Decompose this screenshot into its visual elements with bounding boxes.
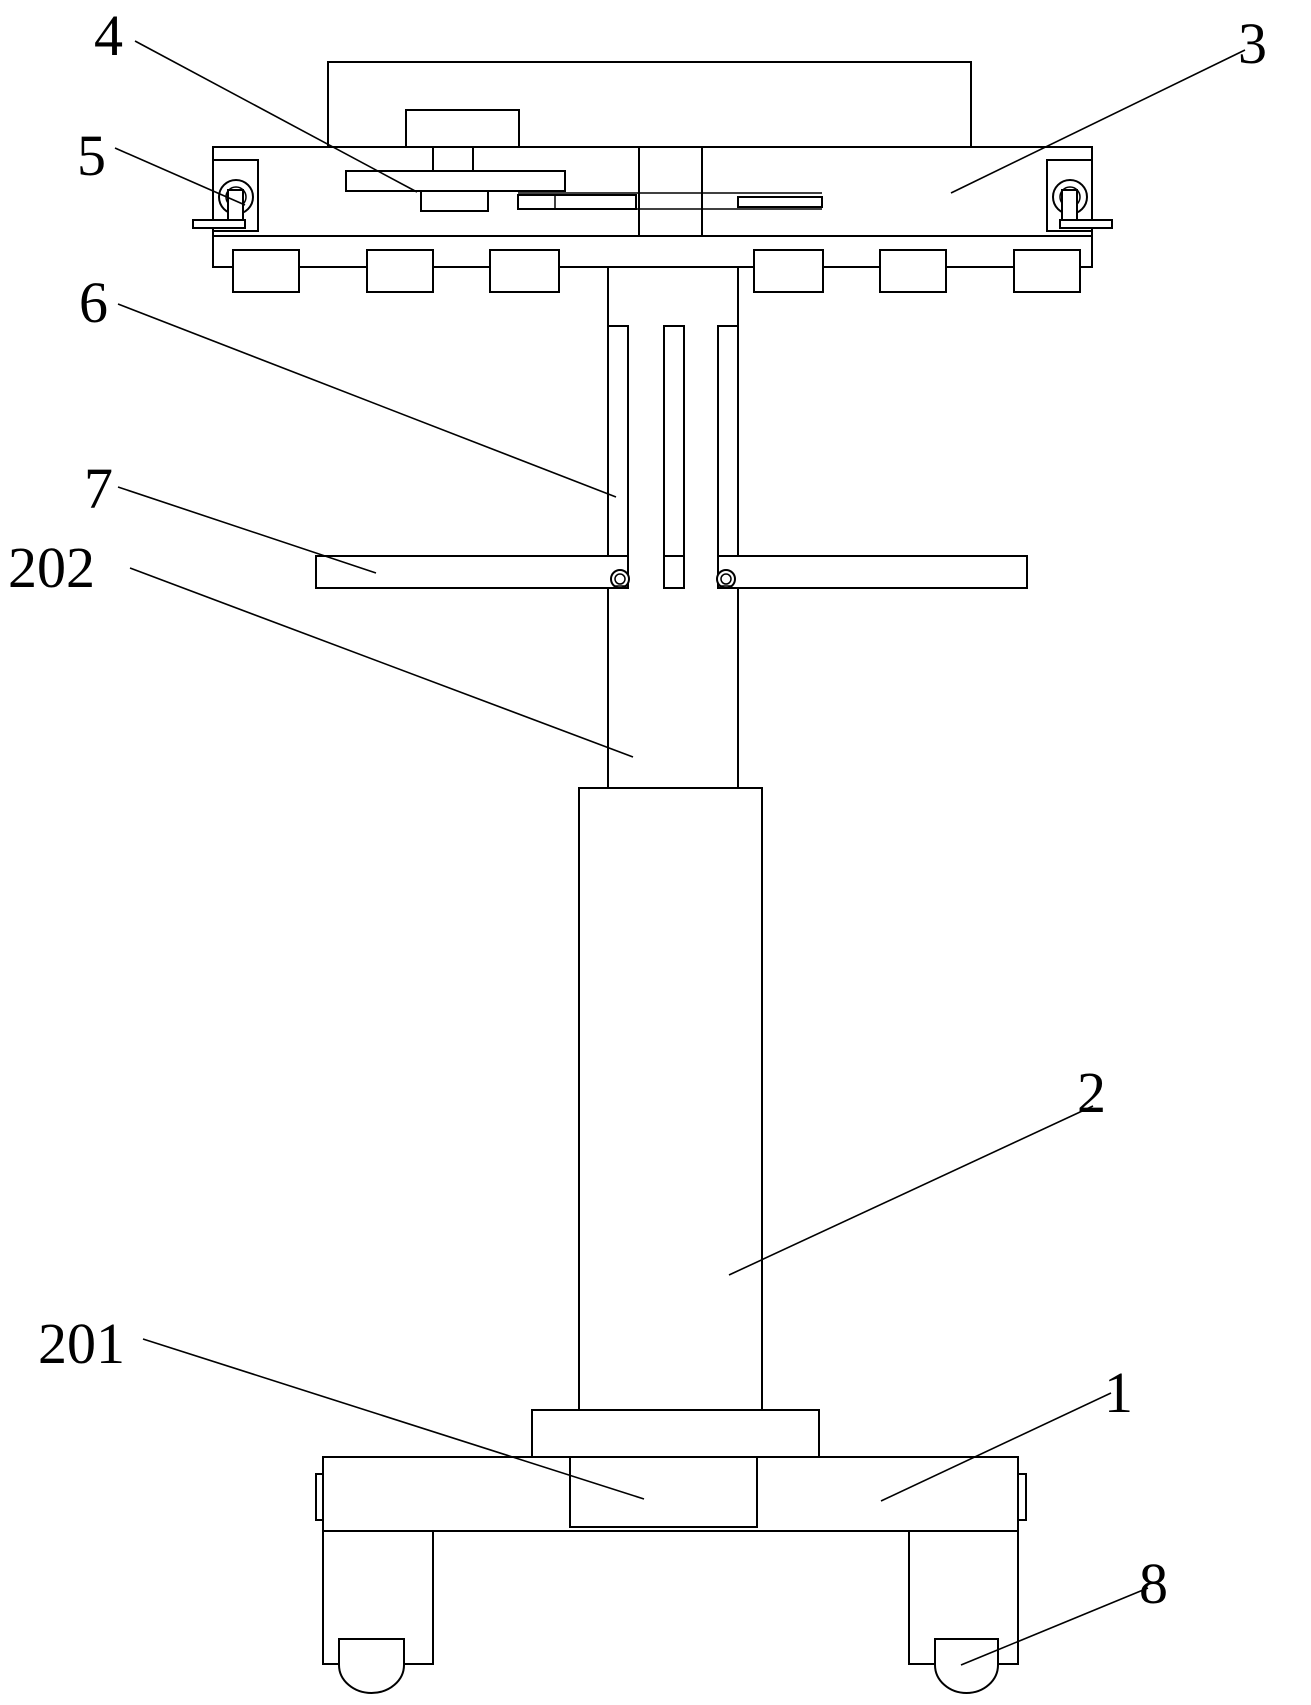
callout-wheel: 8 [1139,1551,1168,1616]
platform-block [233,250,299,292]
slot-bar-left [608,326,628,556]
top-platform [213,62,1092,267]
left-roller-bracket [193,220,245,228]
platform-block [1014,250,1080,292]
callout-side-arm: 7 [84,456,113,521]
callout-base: 1 [1104,1360,1133,1425]
platform-block [490,250,559,292]
wheel-right [935,1639,998,1693]
slot-bar-center [664,326,684,556]
base [316,1457,1026,1664]
clamp-foot [421,191,488,211]
right-side-roller [1047,160,1112,231]
upper-column [608,267,738,788]
base-side-tab-right [1018,1474,1026,1520]
side-arm-left [316,556,628,588]
platform-lower-rail [213,236,1092,267]
platform-block [367,250,433,292]
platform-block [880,250,946,292]
clamp-top-block [406,110,519,147]
main-column [579,788,762,1410]
lift-motor [570,1457,757,1527]
callout-lift-motor: 201 [38,1311,125,1376]
wheel-left [339,1639,404,1693]
left-side-roller [193,160,258,231]
right-roller-bracket [1060,220,1112,228]
clamp-plate [346,171,565,191]
callout-platform: 3 [1238,11,1267,76]
callout-vertical-slot-bar: 6 [79,270,108,335]
base-side-tab-left [316,1474,323,1520]
hinge-pin-left [611,570,629,588]
callout-side-roller: 5 [77,123,106,188]
slide-block-right [738,197,822,207]
slide-block-left [518,195,636,209]
side-arm-right [718,556,1027,588]
callout-clamp-assembly: 4 [94,3,123,68]
column-collar [532,1410,819,1457]
callout-hinge-pin: 202 [8,535,95,600]
platform-block [754,250,823,292]
clamp-neck [433,147,473,171]
platform-body [213,147,1092,236]
callout-column: 2 [1077,1060,1106,1125]
hinge-pin-right [717,570,735,588]
slot-bar-right [718,326,738,556]
slot-bar-center-tip [664,556,684,588]
